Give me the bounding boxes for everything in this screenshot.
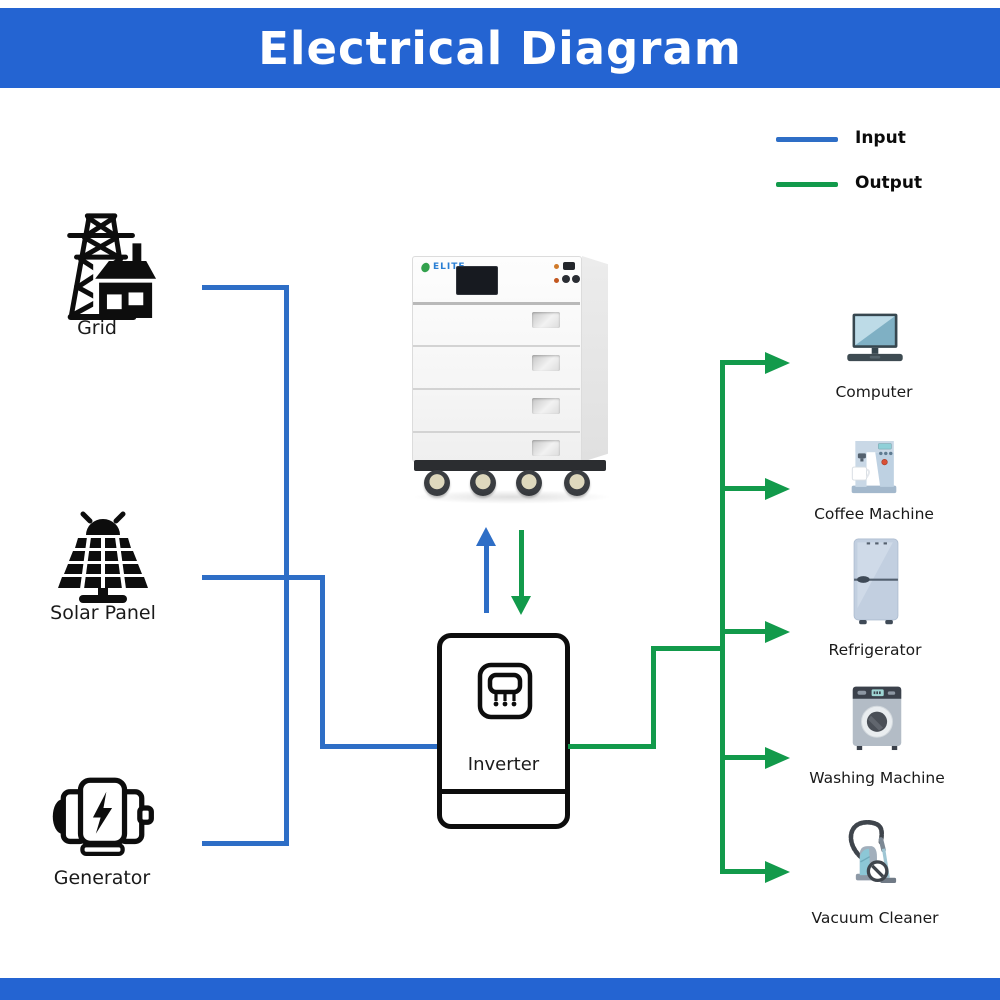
battery-brand-text: ELITE: [433, 262, 466, 272]
solar-panel-icon: [48, 505, 158, 607]
washing-machine-label: Washing Machine: [809, 769, 945, 787]
caster-wheel: [564, 470, 590, 496]
battery-handle: [532, 440, 560, 456]
vacuum-cleaner-label: Vacuum Cleaner: [811, 909, 939, 927]
battery-brand-logo: ELITE: [419, 261, 466, 273]
input-wire-grid-horizontal: [202, 285, 288, 290]
output-wire-main-vertical: [720, 360, 725, 874]
battery-seam: [413, 388, 580, 390]
input-wire-main-vertical: [284, 285, 289, 846]
output-wire-from-inverter: [568, 744, 656, 749]
output-arrow-coffee-machine: [720, 486, 768, 491]
page-title: Electrical Diagram: [258, 21, 742, 75]
vacuum-cleaner-icon: [840, 806, 906, 906]
battery-seam: [413, 345, 580, 347]
battery-base: [414, 460, 606, 471]
computer-label: Computer: [835, 383, 913, 401]
inverter-divider: [442, 789, 565, 794]
battery-display-screen: [456, 266, 498, 295]
grid-label: Grid: [77, 317, 117, 339]
inverter-icon: [477, 662, 533, 724]
legend-input-line: [776, 137, 838, 142]
output-arrow-refrigerator: [720, 629, 768, 634]
input-wire-to-inverter: [320, 744, 440, 749]
battery-handle: [532, 398, 560, 414]
legend-output-line: [776, 182, 838, 187]
output-arrow-washing-machine: [720, 755, 768, 760]
charge-arrow-shaft: [484, 545, 489, 613]
grid-icon: [50, 206, 158, 324]
generator-icon: [48, 772, 158, 868]
washing-machine-icon: [846, 682, 908, 756]
battery-handle: [532, 312, 560, 328]
computer-icon: [842, 312, 908, 368]
output-arrow-computer: [720, 360, 768, 365]
arrowhead-vacuum-cleaner-icon: [765, 860, 790, 883]
discharge-arrow-down-icon: [511, 596, 531, 615]
battery-stack: ELITE: [412, 252, 612, 508]
solar-panel-label: Solar Panel: [50, 602, 156, 624]
charge-arrow-up-icon: [476, 527, 496, 546]
arrowhead-coffee-machine-icon: [765, 477, 790, 500]
battery-seam: [413, 431, 580, 433]
caster-wheel: [470, 470, 496, 496]
leaf-icon: [419, 261, 432, 273]
battery-seam: [413, 302, 580, 305]
legend-input-label: Input: [855, 128, 906, 148]
arrowhead-computer-icon: [765, 351, 790, 374]
battery-shadow: [412, 490, 612, 504]
battery-side-face: [582, 256, 608, 462]
inverter-label: Inverter: [467, 754, 540, 775]
arrowhead-washing-machine-icon: [765, 746, 790, 769]
legend-output-label: Output: [855, 173, 923, 193]
header-banner: Electrical Diagram: [0, 8, 1000, 88]
refrigerator-label: Refrigerator: [828, 641, 922, 659]
coffee-machine-label: Coffee Machine: [814, 505, 934, 523]
battery-connectors: [554, 262, 580, 296]
caster-wheel: [424, 470, 450, 496]
output-arrow-vacuum-cleaner: [720, 869, 768, 874]
output-wire-riser: [651, 646, 656, 749]
output-wire-junction: [651, 646, 725, 651]
caster-wheel: [516, 470, 542, 496]
input-wire-solar-vertical: [320, 575, 325, 749]
input-wire-solar-horizontal: [202, 575, 325, 580]
inverter-box: Inverter: [437, 633, 570, 829]
generator-label: Generator: [53, 867, 151, 889]
arrowhead-refrigerator-icon: [765, 620, 790, 643]
discharge-arrow-shaft: [519, 530, 524, 598]
refrigerator-icon: [849, 534, 903, 634]
battery-handle: [532, 355, 560, 371]
input-wire-generator-horizontal: [202, 841, 289, 846]
coffee-machine-icon: [843, 436, 905, 504]
footer-bar: [0, 978, 1000, 1000]
